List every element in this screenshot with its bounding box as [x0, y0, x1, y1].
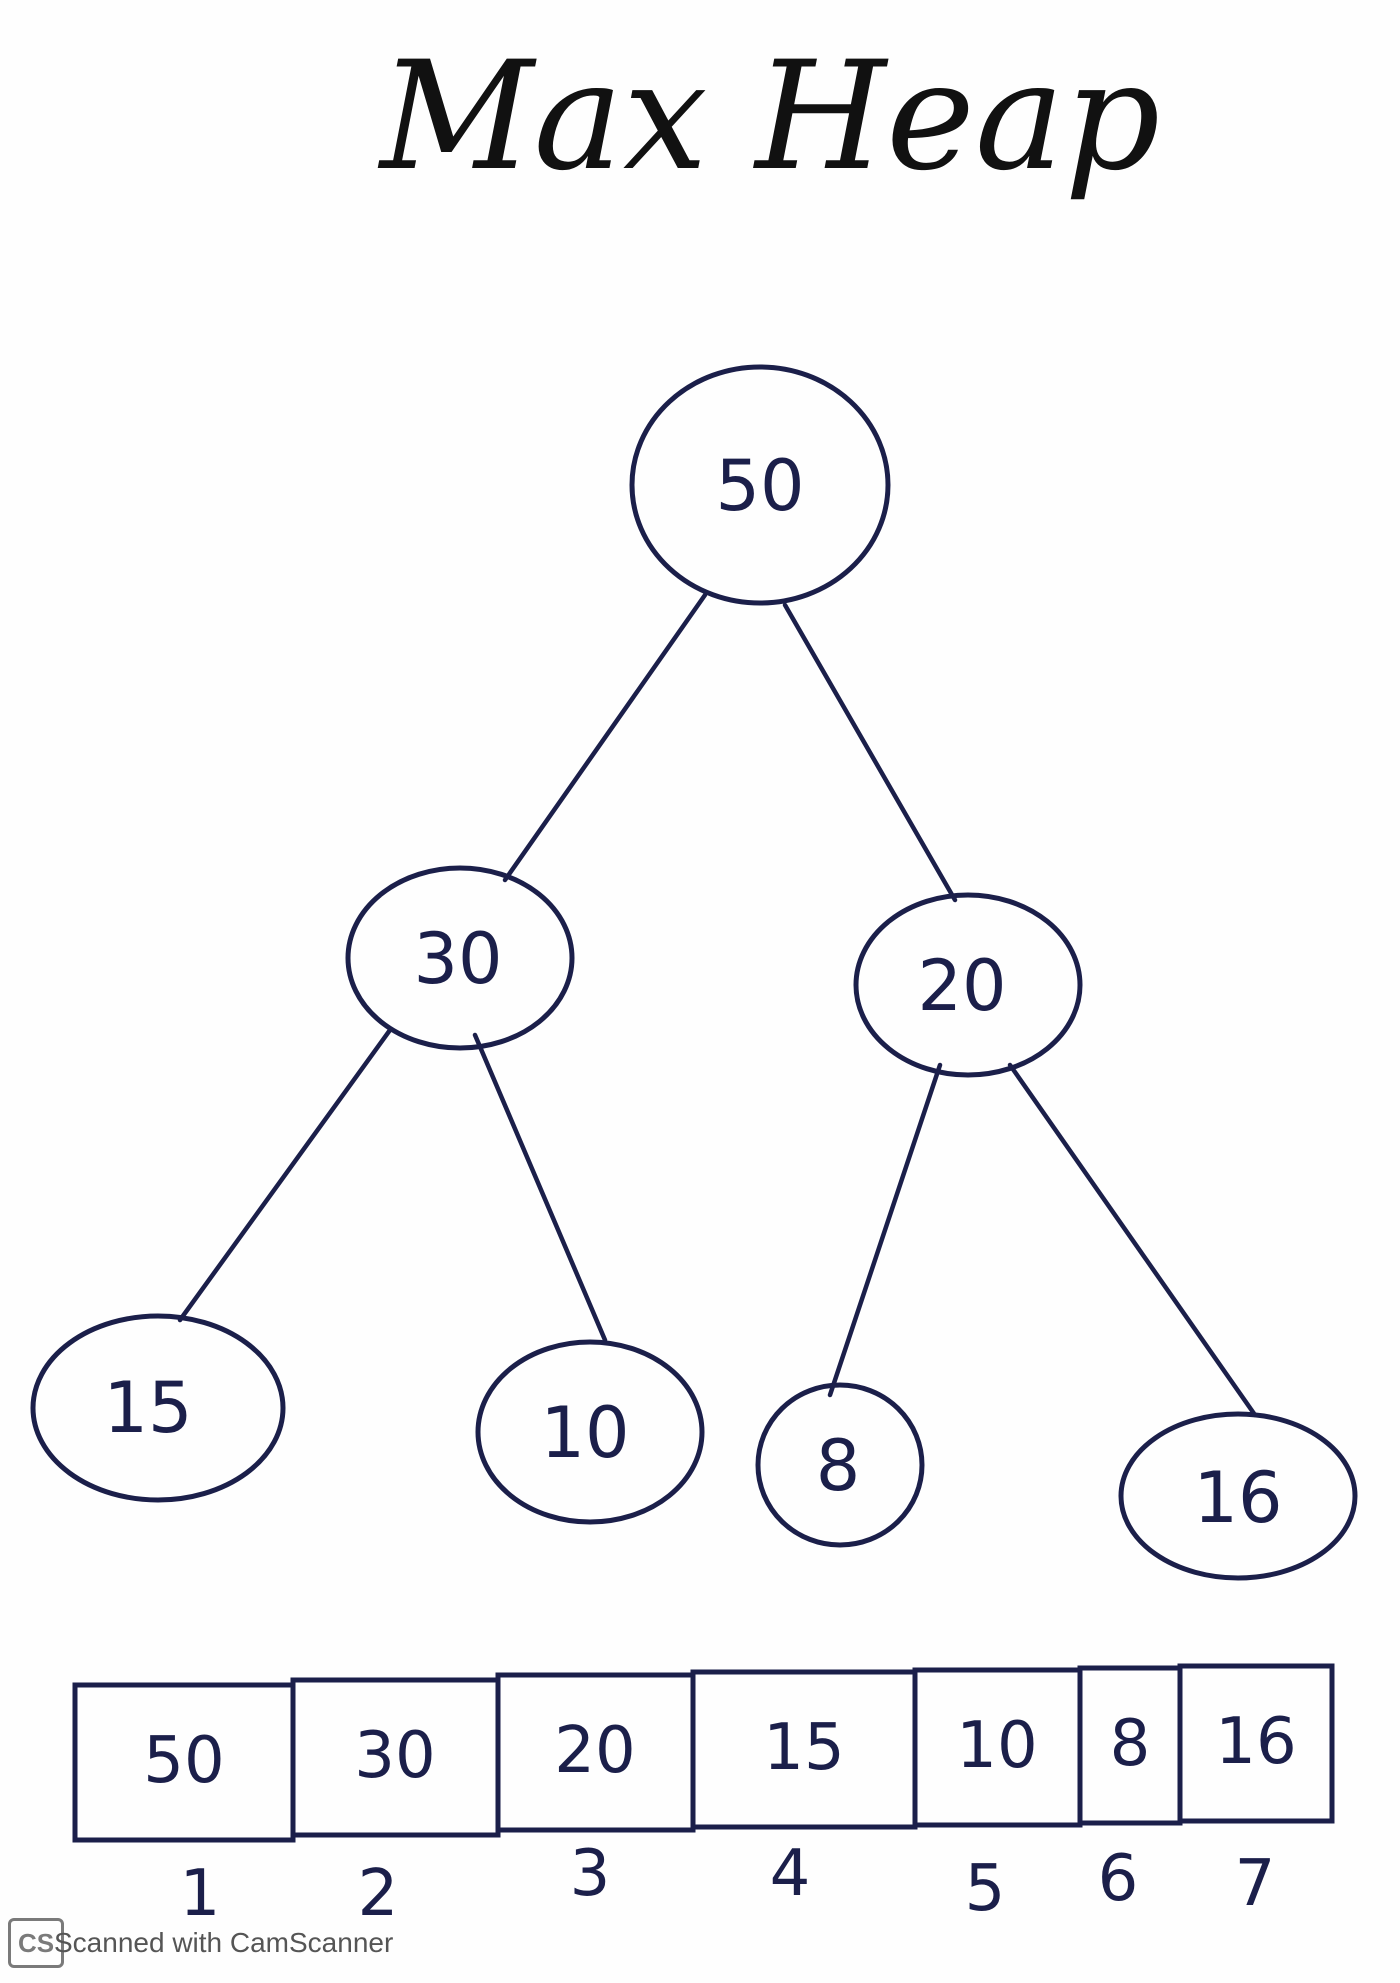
- tree-node-leaf-4: 16: [1118, 1411, 1358, 1581]
- array-index: 1: [180, 1857, 221, 1931]
- edge-50-30: [502, 592, 708, 883]
- array-index: 4: [770, 1837, 811, 1911]
- node-circle: [475, 1339, 705, 1525]
- page-title: Max Heap: [377, 30, 1160, 204]
- tree-node-root: 50: [629, 364, 891, 606]
- edge-20-8: [827, 1062, 943, 1398]
- array-value: 20: [554, 1714, 635, 1788]
- array-value: 8: [1110, 1707, 1151, 1781]
- array-value: 50: [143, 1724, 224, 1798]
- node-value: 20: [917, 945, 1006, 1027]
- edge-30-10: [472, 1032, 608, 1343]
- node-circle: [629, 364, 891, 606]
- node-value: 16: [1193, 1457, 1282, 1539]
- node-circle: [755, 1382, 925, 1548]
- edge-50-20: [782, 602, 958, 903]
- node-value: 30: [413, 918, 502, 1000]
- node-value: 8: [816, 1425, 861, 1507]
- array-index: 7: [1235, 1847, 1276, 1921]
- tree-node-left-child: 30: [345, 865, 575, 1051]
- array-value: 15: [763, 1711, 844, 1785]
- tree-node-leaf-2: 10: [475, 1339, 705, 1525]
- array-index: 2: [358, 1857, 399, 1931]
- tree-node-leaf-1: 15: [30, 1313, 286, 1503]
- node-circle: [345, 865, 575, 1051]
- tree-node-leaf-3: 8: [755, 1382, 925, 1548]
- array-index: 3: [570, 1837, 611, 1911]
- node-value: 10: [540, 1392, 629, 1474]
- edge-30-15: [177, 1027, 393, 1323]
- node-value: 50: [715, 445, 804, 527]
- tree-node-right-child: 20: [853, 892, 1083, 1078]
- camscanner-logo-icon: CS: [8, 1918, 64, 1968]
- camscanner-watermark: CS Scanned with CamScanner: [8, 1916, 393, 1970]
- node-value: 15: [103, 1367, 192, 1449]
- heap-array: 50 30 20 15 10 8 16: [72, 1663, 1335, 1843]
- node-circle: [853, 892, 1083, 1078]
- watermark-text: Scanned with CamScanner: [54, 1927, 394, 1958]
- array-index: 6: [1098, 1842, 1139, 1916]
- edge-20-16: [1007, 1062, 1258, 1418]
- array-value: 30: [354, 1719, 435, 1793]
- array-indices: 1 2 3 4 5 6 7: [180, 1837, 1276, 1931]
- array-index: 5: [965, 1852, 1006, 1926]
- array-value: 10: [956, 1709, 1037, 1783]
- node-circle: [30, 1313, 286, 1503]
- array-value: 16: [1215, 1705, 1296, 1779]
- node-circle: [1118, 1411, 1358, 1581]
- tree-edges: [177, 592, 1258, 1418]
- array-cell: [1177, 1663, 1335, 1824]
